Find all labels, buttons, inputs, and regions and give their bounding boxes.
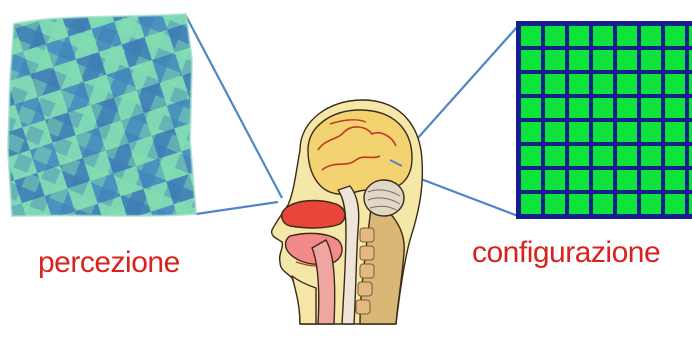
anatomical-head-cross-section-icon xyxy=(272,100,423,324)
caption-perception: percezione xyxy=(38,246,180,280)
noisy-texture-panel xyxy=(0,0,210,230)
connector-left-bottom xyxy=(196,202,278,214)
caption-configuration: configurazione xyxy=(472,236,660,270)
regular-grid-panel xyxy=(517,22,692,218)
connector-left-top xyxy=(186,16,282,198)
